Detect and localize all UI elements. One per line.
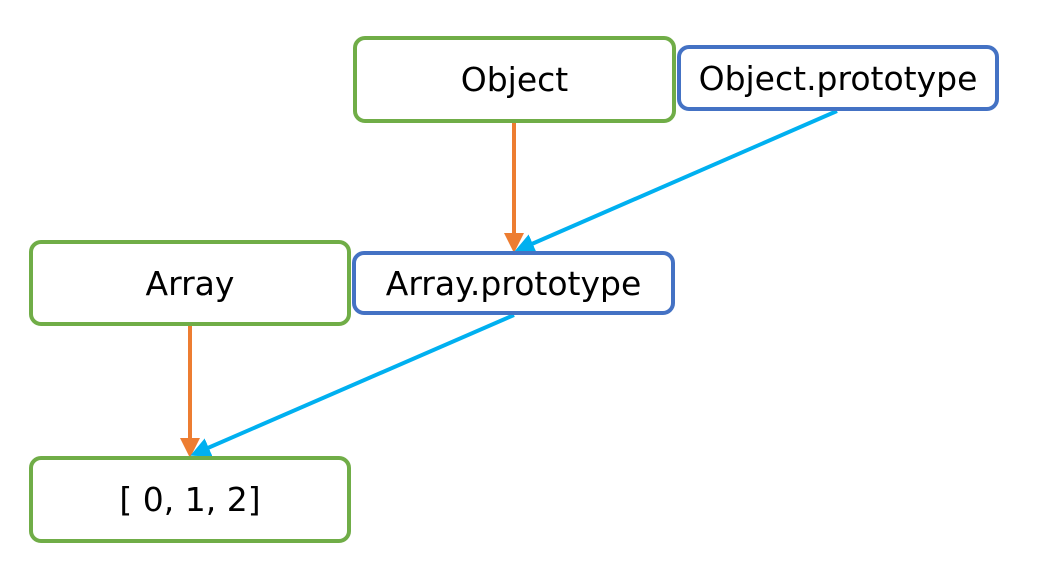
object-label: Object [460, 60, 569, 99]
array-instance-label: [ 0, 1, 2] [119, 480, 261, 519]
array-node: Array [29, 240, 351, 326]
array-prototype-node: Array.prototype [352, 251, 675, 315]
object-prototype-to-array-prototype-arrow [514, 109, 838, 253]
object-node: Object [353, 36, 676, 123]
array-label: Array [145, 263, 235, 303]
array-instance-node: [ 0, 1, 2] [29, 456, 351, 543]
object-prototype-label: Object.prototype [698, 58, 978, 98]
array-prototype-to-instance-arrow [190, 313, 515, 457]
array-prototype-label: Array.prototype [385, 263, 642, 303]
object-prototype-node: Object.prototype [677, 45, 999, 111]
